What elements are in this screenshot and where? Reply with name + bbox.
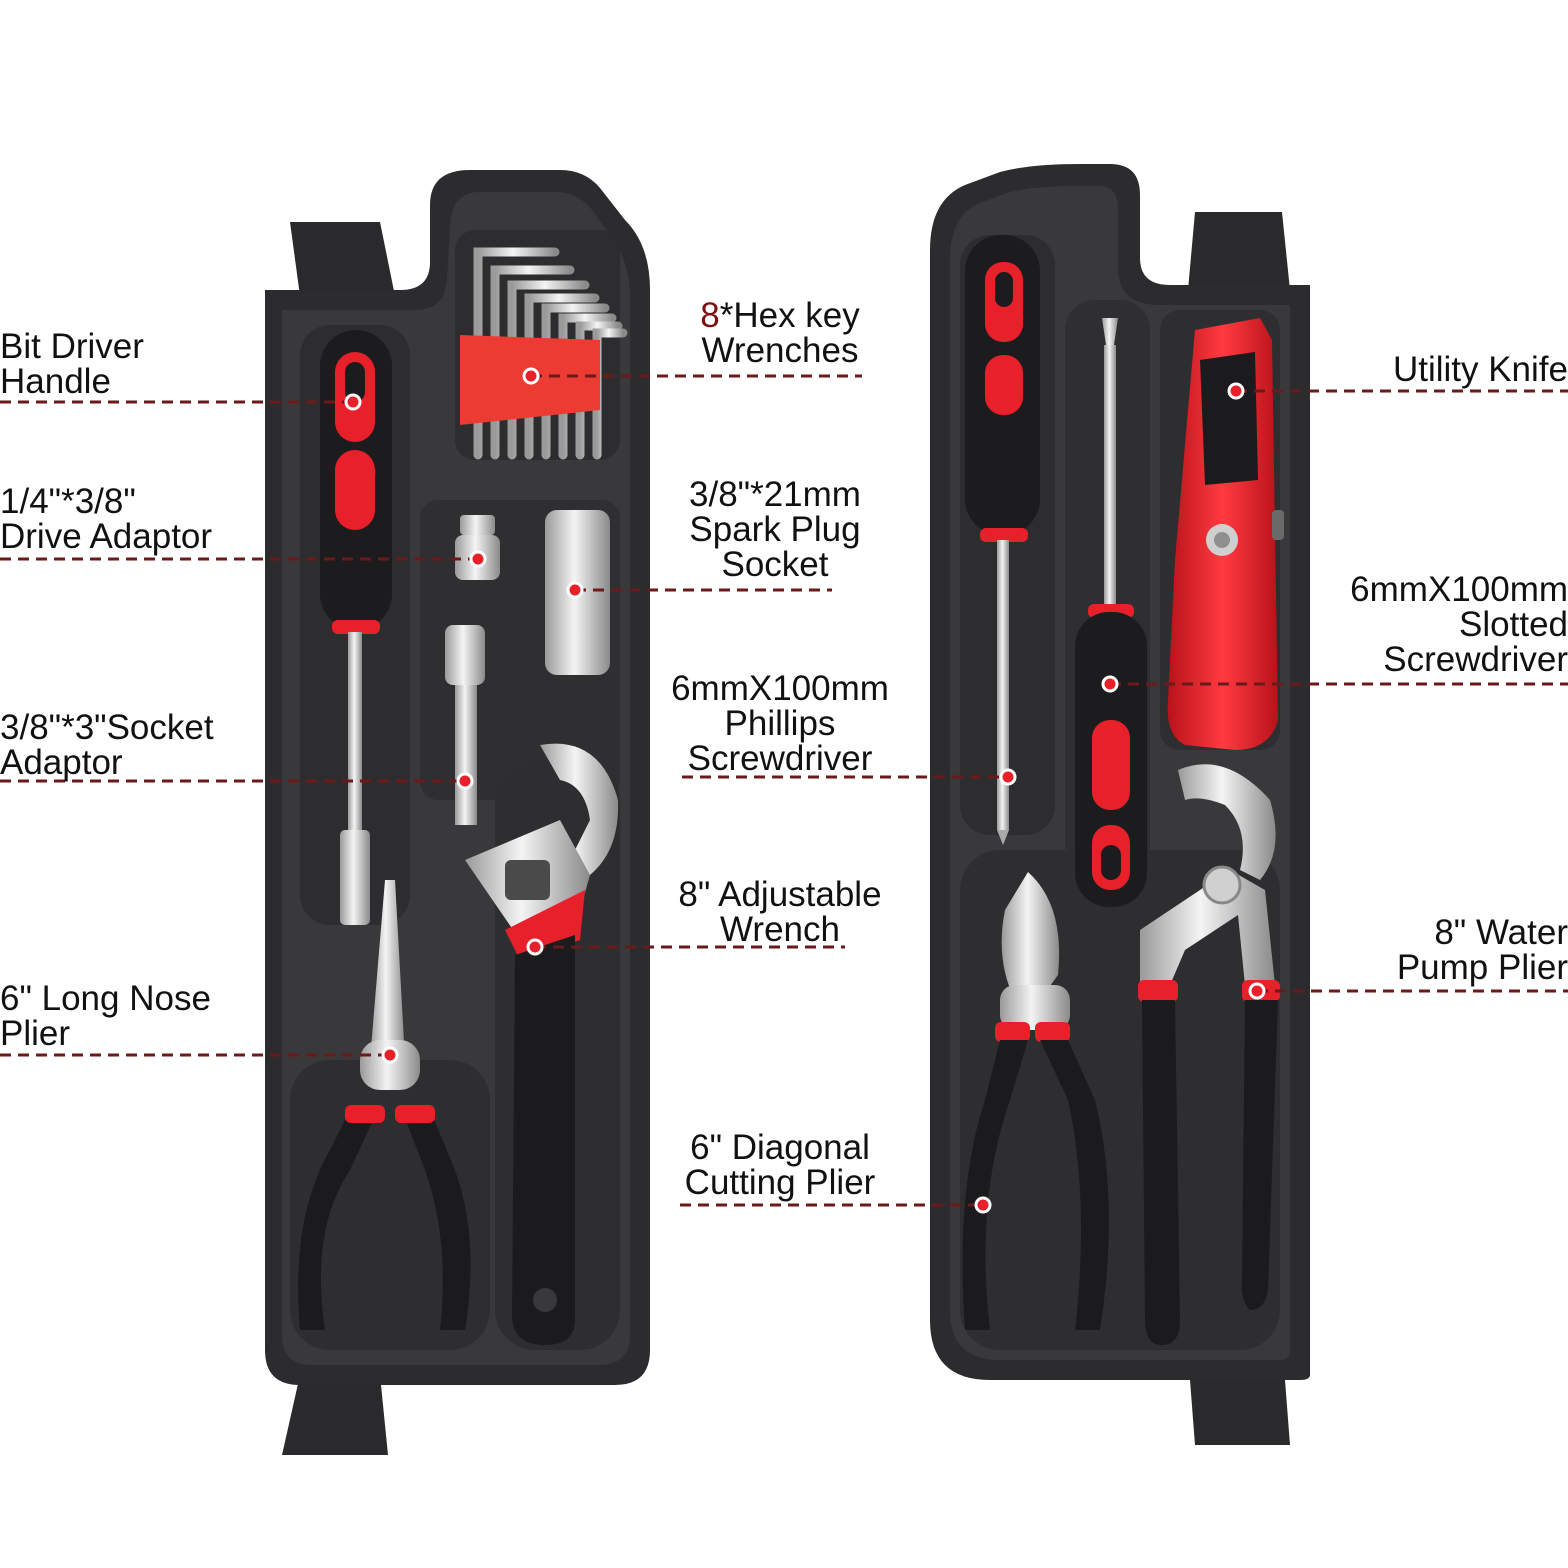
callout-dots xyxy=(344,367,1266,1214)
right-case-clip-top xyxy=(1188,212,1290,290)
right-case xyxy=(930,164,1310,1445)
label-slotted-screwdriver-line1: 6mmX100mm xyxy=(1350,570,1568,609)
dot-water-pump-plier xyxy=(1248,982,1266,1000)
label-adjustable-wrench-line1: 8" Adjustable xyxy=(678,875,882,914)
label-socket-adaptor: 3/8"*3"Socket Adaptor xyxy=(0,710,214,780)
label-phillips-screwdriver-line1: 6mmX100mm xyxy=(671,669,889,708)
dot-bit-driver-handle xyxy=(344,393,362,411)
label-phillips-screwdriver-line3: Screwdriver xyxy=(687,739,873,778)
left-case xyxy=(265,170,650,1455)
label-water-pump-plier-line2: Pump Plier xyxy=(1396,948,1568,987)
long-nose-plier-tool xyxy=(298,880,471,1330)
dot-phillips-screwdriver xyxy=(999,768,1017,786)
label-hex-key-line1: 8*Hex key xyxy=(680,298,880,333)
label-bit-driver-handle: Bit Driver Handle xyxy=(0,329,144,399)
label-bit-driver-handle-line1: Bit Driver xyxy=(0,327,144,366)
label-water-pump-plier: 8" Water Pump Plier xyxy=(1397,915,1568,985)
label-utility-knife-line1: Utility Knife xyxy=(1392,350,1568,389)
label-long-nose-plier: 6" Long Nose Plier xyxy=(0,981,211,1051)
dot-hex-key xyxy=(522,367,540,385)
label-drive-adaptor-line1: 1/4"*3/8" xyxy=(0,482,136,521)
dot-spark-plug-socket xyxy=(566,581,584,599)
drive-adaptor-tool xyxy=(455,515,500,580)
label-phillips-screwdriver: 6mmX100mm Phillips Screwdriver xyxy=(650,671,910,776)
label-diagonal-cutting-plier-line1: 6" Diagonal xyxy=(690,1128,870,1167)
diagonal-cutting-plier-tool xyxy=(962,872,1109,1330)
leader-lines xyxy=(0,374,1568,1207)
dot-diagonal-cutting-plier xyxy=(974,1196,992,1214)
label-spark-plug-socket-line3: Socket xyxy=(721,545,829,584)
label-hex-key: 8*Hex key Wrenches xyxy=(680,298,880,368)
left-case-clip-bottom xyxy=(282,1375,388,1455)
label-drive-adaptor-line2: Drive Adaptor xyxy=(0,517,213,556)
label-utility-knife: Utility Knife xyxy=(1393,352,1568,387)
label-bit-driver-handle-line2: Handle xyxy=(0,362,111,401)
right-case-clip-bottom xyxy=(1190,1380,1290,1445)
dot-adjustable-wrench xyxy=(526,938,544,956)
utility-knife-tool xyxy=(1167,318,1284,750)
dot-long-nose-plier xyxy=(381,1046,399,1064)
label-drive-adaptor: 1/4"*3/8" Drive Adaptor xyxy=(0,484,212,554)
dot-drive-adaptor xyxy=(469,550,487,568)
dot-utility-knife xyxy=(1227,382,1245,400)
label-socket-adaptor-line1: 3/8"*3"Socket xyxy=(0,708,214,747)
slotted-screwdriver-tool xyxy=(1075,318,1147,907)
label-slotted-screwdriver-line3: Screwdriver xyxy=(1383,640,1568,679)
phillips-screwdriver-tool xyxy=(965,235,1040,845)
label-adjustable-wrench-line2: Wrench xyxy=(720,910,840,949)
label-spark-plug-socket-line2: Spark Plug xyxy=(689,510,861,549)
socket-adaptor-tool xyxy=(445,625,485,825)
dot-slotted-screwdriver xyxy=(1101,675,1119,693)
water-pump-plier-tool xyxy=(1138,764,1280,1345)
label-long-nose-plier-line1: 6" Long Nose xyxy=(0,979,211,1018)
left-case-clip-top xyxy=(290,222,395,296)
label-hex-key-count: 8 xyxy=(700,296,720,335)
label-long-nose-plier-line2: Plier xyxy=(0,1014,71,1053)
label-slotted-screwdriver-line2: Slotted xyxy=(1459,605,1568,644)
label-hex-key-line1-rest: *Hex key xyxy=(719,296,860,335)
label-diagonal-cutting-plier-line2: Cutting Plier xyxy=(684,1163,876,1202)
label-diagonal-cutting-plier: 6" Diagonal Cutting Plier xyxy=(660,1130,900,1200)
label-spark-plug-socket: 3/8"*21mm Spark Plug Socket xyxy=(670,477,880,582)
label-spark-plug-socket-line1: 3/8"*21mm xyxy=(689,475,861,514)
label-hex-key-line2: Wrenches xyxy=(701,331,859,370)
label-water-pump-plier-line1: 8" Water xyxy=(1434,913,1568,952)
label-adjustable-wrench: 8" Adjustable Wrench xyxy=(655,877,905,947)
label-slotted-screwdriver: 6mmX100mm Slotted Screwdriver xyxy=(1350,572,1568,677)
dot-socket-adaptor xyxy=(456,772,474,790)
label-phillips-screwdriver-line2: Phillips xyxy=(724,704,836,743)
label-socket-adaptor-line2: Adaptor xyxy=(0,743,123,782)
adjustable-wrench-tool xyxy=(465,743,619,1345)
